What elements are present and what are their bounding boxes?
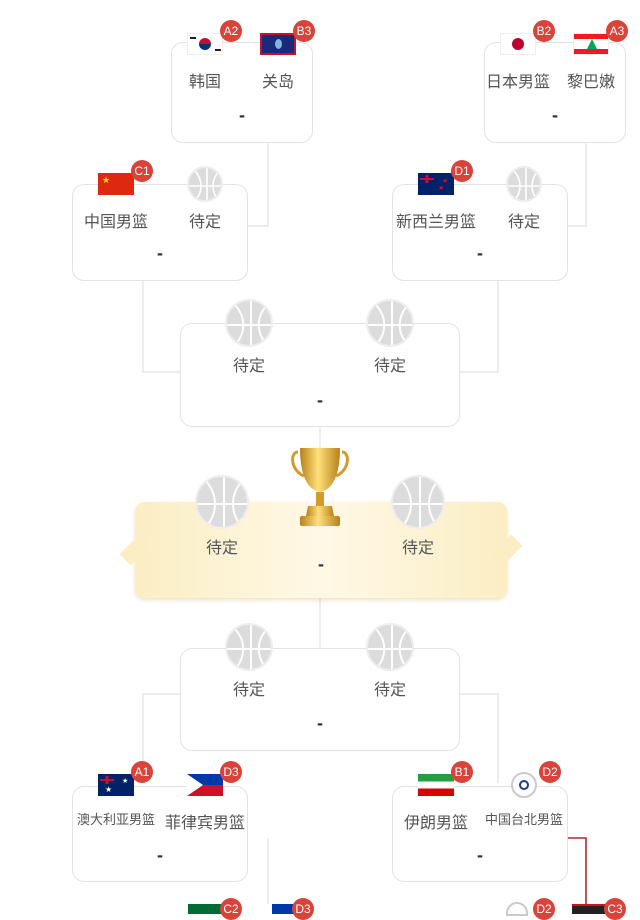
australia-flag-icon: ★ ★ bbox=[98, 774, 134, 796]
match-score: - bbox=[477, 243, 483, 263]
match-score: - bbox=[552, 105, 558, 125]
basketball-placeholder-icon bbox=[225, 623, 273, 671]
match-box-china[interactable]: - bbox=[72, 184, 248, 281]
chinese-taipei-logo-icon bbox=[511, 772, 537, 798]
seed-badge: C3 bbox=[604, 898, 626, 920]
match-score: - bbox=[239, 105, 245, 125]
saudi-flag-icon bbox=[188, 904, 222, 914]
match-score: - bbox=[477, 845, 483, 865]
team-name: 澳大利亚男篮 bbox=[76, 812, 155, 827]
match-score: - bbox=[317, 713, 323, 733]
seed-badge: D1 bbox=[451, 160, 473, 182]
team-philippines[interactable]: D3 菲律宾男篮 bbox=[160, 761, 250, 833]
team-tbd[interactable]: 待定 bbox=[177, 474, 267, 558]
team-guam[interactable]: B3 关岛 bbox=[233, 20, 323, 92]
philippines-flag-icon bbox=[187, 774, 223, 796]
korea-flag-icon bbox=[187, 33, 223, 55]
team-name: 伊朗男篮 bbox=[403, 815, 468, 832]
match-score: - bbox=[157, 845, 163, 865]
team-tbd[interactable]: 待定 bbox=[160, 162, 250, 232]
match-box-semi-bottom[interactable]: - bbox=[180, 648, 460, 751]
seed-badge: B3 bbox=[293, 20, 315, 42]
philippines-flag-icon bbox=[262, 904, 296, 914]
basketball-placeholder-icon bbox=[391, 475, 445, 529]
basketball-placeholder-icon bbox=[195, 475, 249, 529]
team-name: 待定 bbox=[401, 540, 434, 557]
seed-badge: D3 bbox=[292, 898, 314, 920]
china-flag-icon: ★ bbox=[98, 173, 134, 195]
seed-badge: B1 bbox=[451, 761, 473, 783]
team-korea[interactable]: A2 韩国 bbox=[160, 20, 250, 92]
seed-badge: A3 bbox=[606, 20, 628, 42]
seed-badge: D2 bbox=[533, 898, 555, 920]
team-name: 待定 bbox=[373, 358, 406, 375]
match-box-iran-chinese-taipei[interactable]: - bbox=[392, 786, 568, 882]
team-iran[interactable]: B1 伊朗男篮 bbox=[391, 761, 481, 833]
final-score: - bbox=[318, 554, 324, 574]
team-china[interactable]: ★ C1 中国男篮 bbox=[71, 160, 161, 232]
team-name: 关岛 bbox=[261, 74, 294, 91]
match-box-japan-lebanon[interactable]: - bbox=[484, 42, 626, 143]
team-name: 待定 bbox=[205, 540, 238, 557]
team-tbd[interactable]: 待定 bbox=[345, 298, 435, 376]
seed-badge: C2 bbox=[220, 898, 242, 920]
flag-icon bbox=[572, 904, 606, 914]
guam-flag-icon bbox=[260, 33, 296, 55]
team-name: 待定 bbox=[232, 682, 265, 699]
basketball-placeholder-icon bbox=[506, 166, 542, 202]
seed-badge: A1 bbox=[131, 761, 153, 783]
match-box-australia-philippines[interactable]: - bbox=[72, 786, 248, 882]
team-name: 待定 bbox=[232, 358, 265, 375]
basketball-placeholder-icon bbox=[225, 299, 273, 347]
seed-badge: B2 bbox=[533, 20, 555, 42]
team-name: 韩国 bbox=[188, 74, 221, 91]
team-name: 新西兰男篮 bbox=[395, 214, 476, 231]
team-tbd[interactable]: 待定 bbox=[204, 298, 294, 376]
team-name: 中国台北男篮 bbox=[484, 812, 563, 827]
seed-badge: D2 bbox=[539, 761, 561, 783]
team-name: 中国男篮 bbox=[83, 214, 148, 231]
team-tbd[interactable]: 待定 bbox=[479, 162, 569, 232]
team-tbd[interactable]: 待定 bbox=[345, 622, 435, 700]
team-australia[interactable]: ★ ★ A1 澳大利亚男篮 bbox=[71, 761, 161, 828]
seed-badge: D3 bbox=[220, 761, 242, 783]
match-score: - bbox=[157, 243, 163, 263]
team-tbd[interactable]: 待定 bbox=[373, 474, 463, 558]
basketball-placeholder-icon bbox=[187, 166, 223, 202]
seed-badge: A2 bbox=[220, 20, 242, 42]
team-lebanon[interactable]: A3 黎巴嫩 bbox=[546, 20, 636, 92]
match-box-semi-top[interactable]: - bbox=[180, 323, 460, 427]
seed-badge: C1 bbox=[131, 160, 153, 182]
team-chinese-taipei[interactable]: D2 中国台北男篮 bbox=[479, 761, 569, 828]
new-zealand-flag-icon: ★ ★ bbox=[418, 173, 454, 195]
basketball-placeholder-icon bbox=[366, 299, 414, 347]
team-name: 待定 bbox=[188, 214, 221, 231]
team-name: 日本男篮 bbox=[485, 74, 550, 91]
iran-flag-icon bbox=[418, 774, 454, 796]
team-name: 菲律宾男篮 bbox=[164, 815, 245, 832]
trophy-icon bbox=[288, 446, 352, 534]
match-box-new-zealand[interactable]: - bbox=[392, 184, 568, 281]
team-japan[interactable]: B2 日本男篮 bbox=[473, 20, 563, 92]
basketball-placeholder-icon bbox=[366, 623, 414, 671]
team-name: 待定 bbox=[507, 214, 540, 231]
team-name: 黎巴嫩 bbox=[566, 74, 615, 91]
lebanon-flag-icon bbox=[573, 33, 609, 55]
team-name: 待定 bbox=[373, 682, 406, 699]
match-box-korea-guam[interactable]: - bbox=[171, 42, 313, 143]
japan-flag-icon bbox=[500, 33, 536, 55]
team-new-zealand[interactable]: ★ ★ D1 新西兰男篮 bbox=[391, 160, 481, 232]
team-tbd[interactable]: 待定 bbox=[204, 622, 294, 700]
match-score: - bbox=[317, 390, 323, 410]
